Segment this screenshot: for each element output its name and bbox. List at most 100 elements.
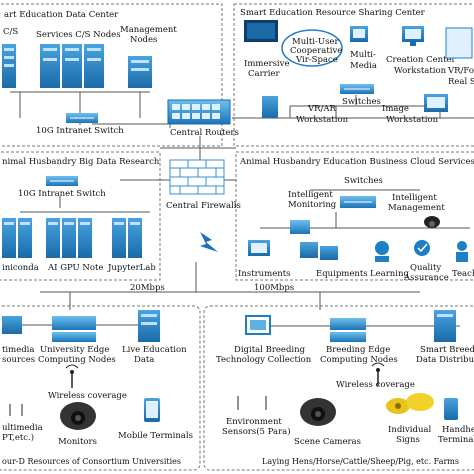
miniconda-server [2,218,32,258]
panel-title-data-center: art Education Data Center [4,10,119,20]
label-quality-1: Quality [410,263,441,273]
label-breeding-edge-2: Computing Nodes [320,355,398,365]
label-scene-cameras: Scene Cameras [294,437,361,447]
label-quality-2: Assurance [403,273,449,283]
multimedia-pt-icon [9,404,23,416]
learning-icon [375,241,389,262]
panel-title-farms: Laying Hens/Horse/Cattle/Sheep/Pig, etc.… [262,457,459,466]
smart-breeding-server [434,310,456,342]
panel-title-universities: our-D Resources of Consortium Universiti… [2,457,181,466]
label-individual-2: Signs [396,435,420,445]
equipments-icon [300,242,338,260]
label-univ-edge-2: Computing Nodes [38,355,116,365]
label-intelligent-management-1: Intelligent [392,193,437,203]
label-image-2: Workstation [386,115,439,125]
label-multimedia-pt-2: PT,etc.) [2,432,34,443]
panel-big-data [0,151,161,281]
mobile-terminal-icon [144,398,160,422]
label-nodes: Nodes [130,35,157,45]
label-handheld-2: Terminal [438,435,474,445]
university-edge-nodes-icon [52,316,96,342]
label-cs: C/S [3,27,18,37]
label-wireless-left: Wireless coverage [48,391,127,401]
label-individual-1: Individual [388,425,431,435]
label-immersive-2: Carrier [248,69,280,79]
label-wireless-right: Wireless coverage [336,380,415,390]
label-multi-user-3: Vir-Space [295,55,338,65]
label-switches-top: Switches [342,97,381,107]
wireless-antenna-right-icon [371,362,385,386]
multimedia-resources-icon [2,316,22,334]
ai-gpu-server [46,218,92,258]
label-multimedia-res-1: timedia [2,345,34,355]
vr-cloud-icon [281,29,343,67]
label-digital-breeding-2: Technology Collection [216,355,312,365]
central-routers [167,99,231,125]
label-multimedia-res-2: sources [2,355,35,365]
switches-top-icon [340,84,374,94]
label-immersive-1: Immersive [244,59,289,69]
instruments-icon [248,240,270,256]
label-teach: Teach [452,269,474,279]
digital-breeding-icon [245,315,271,335]
label-creation-1: Creation Center [386,55,457,65]
monitor-camera-icon [60,402,96,430]
services-server-rack [40,44,104,88]
breeding-edge-nodes-icon [330,318,366,342]
multi-media-icon [350,26,368,42]
label-univ-edge-1: University Edge [40,345,109,355]
label-multimedia-pt-1: ultimedia [2,423,43,433]
panel-title-big-data: nimal Husbandry Big Data Research [2,157,160,167]
label-ai-gpu-note: AI GPU Note [47,263,103,273]
cs-server-rack [2,44,16,88]
label-vr-food-1: VR/Fo [447,66,474,76]
dome-camera-icon [424,216,440,228]
label-intelligent-monitoring-1: Intelligent [288,190,333,200]
label-intranet-switch-top: 10G Intranet Switch [36,126,124,136]
label-central-firewalls: Central Firewalls [166,201,241,211]
switches-mid-icon [340,196,376,208]
scene-camera-icon [300,398,336,426]
label-live-edu-2: Data [134,355,154,365]
label-multi-user-2: Cooperative [290,46,342,56]
management-server [128,56,152,88]
label-learning: Learning [370,269,409,279]
label-multi-media-1: Multi- [350,50,376,60]
quality-assurance-icon [414,240,430,256]
label-miniconda: iniconda [2,263,39,273]
label-vr-ar-2: Workstation [296,115,349,125]
lightning-icon [200,232,218,252]
panel-title-resource-sharing: Smart Education Resource Sharing Center [240,8,426,18]
label-100mbps: 100Mbps [254,283,294,293]
environment-sensor-icon [237,396,267,410]
intranet-switch-mid [46,176,78,186]
panel-cloud-services [235,151,474,281]
label-handheld-1: Handhe [442,425,474,435]
label-env-sensors-2: Sensors(5 Para) [222,426,291,437]
label-image-1: Image [382,104,409,114]
label-intelligent-management-2: Management [388,203,445,213]
label-creation-2: Workstation [394,66,447,76]
label-vr-ar-1: VR/AR [307,104,337,114]
label-mobile-terminals: Mobile Terminals [118,431,193,441]
label-instruments: Instruments [238,269,291,279]
label-vr-food-2: Real S [448,77,474,87]
jupyterlab-server [112,218,142,258]
label-smart-breeding-1: Smart Breedin [420,345,474,355]
vr-ar-workstation-icon [262,96,278,118]
label-central-routers: Central Routers [170,128,239,138]
label-intelligent-monitoring-2: Monitoring [288,200,337,210]
label-digital-breeding-1: Digital Breeding [234,345,306,355]
label-multi-media-2: Media [350,61,377,71]
intranet-switch-top [66,113,98,123]
central-firewall-icon [169,159,225,195]
label-management: Management [120,25,177,35]
vr-food-icon [445,27,473,59]
panel-universities [0,305,201,471]
intelligent-monitoring-icon [290,220,310,234]
label-switches-mid: Switches [344,176,383,186]
label-live-edu-1: Live Education [122,345,187,355]
creation-center-icon [402,26,424,46]
label-smart-breeding-2: Data Distributio [416,355,474,365]
label-multi-user-1: Multi-User [292,37,339,47]
